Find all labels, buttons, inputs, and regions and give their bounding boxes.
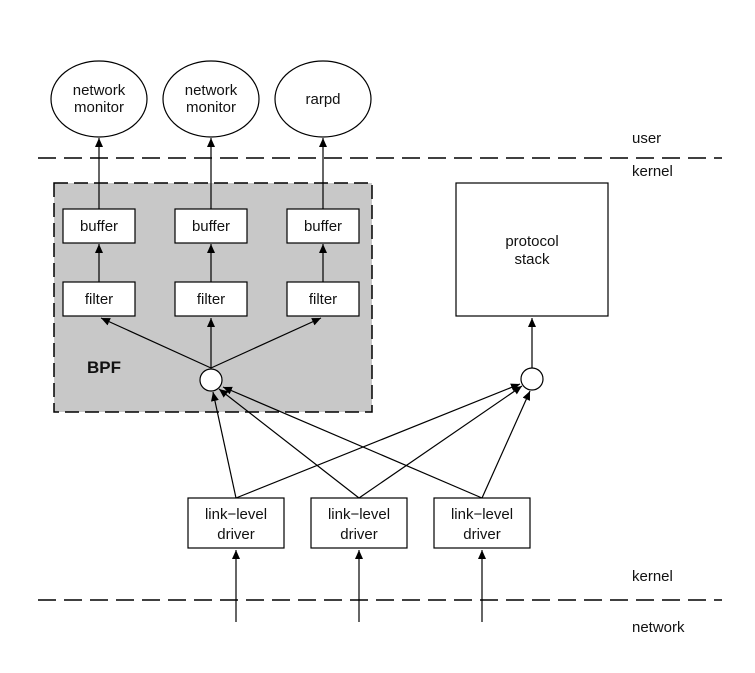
driver-label-line1: link−level bbox=[451, 506, 513, 523]
bpf-tap-node bbox=[199, 368, 223, 392]
filter-label: filter bbox=[197, 291, 225, 308]
arrow-driver2-to-bpf-node bbox=[218, 388, 360, 499]
driver-label-line1: link−level bbox=[205, 506, 267, 523]
app-rarpd: rarpd bbox=[274, 60, 372, 138]
filter-label: filter bbox=[85, 291, 113, 308]
filter-label: filter bbox=[309, 291, 337, 308]
protocol-stack-tap-node bbox=[520, 367, 544, 391]
buffer-label: buffer bbox=[80, 218, 118, 235]
app-label-line1: network bbox=[73, 82, 126, 99]
buffer-label: buffer bbox=[304, 218, 342, 235]
app-label: rarpd bbox=[305, 91, 340, 108]
app-network-monitor-2: network monitor bbox=[162, 60, 260, 138]
buffer-label: buffer bbox=[192, 218, 230, 235]
filter-box-2: filter bbox=[174, 281, 248, 317]
link-level-driver-2: link−level driver bbox=[310, 497, 408, 549]
link-level-driver-1: link−level driver bbox=[187, 497, 285, 549]
arrow-driver1-to-bpf-node bbox=[210, 391, 237, 499]
arrow-tap-to-filter-1 bbox=[100, 317, 212, 369]
app-label-line2: monitor bbox=[74, 99, 124, 116]
driver-label-line2: driver bbox=[463, 526, 501, 543]
arrow-driver3-to-bpf-node bbox=[222, 386, 483, 499]
arrow-driver3-to-stack-node bbox=[481, 390, 531, 499]
app-network-monitor-1: network monitor bbox=[50, 60, 148, 138]
link-level-driver-3: link−level driver bbox=[433, 497, 531, 549]
driver-label-line2: driver bbox=[217, 526, 255, 543]
region-label-kernel-top: kernel bbox=[632, 163, 673, 180]
filter-box-1: filter bbox=[62, 281, 136, 317]
protocol-stack-box: protocol stack bbox=[455, 182, 609, 317]
protocol-stack-label-line1: protocol bbox=[505, 233, 558, 250]
region-label-kernel-bottom: kernel bbox=[632, 568, 673, 585]
arrow-tap-to-filter-3 bbox=[210, 317, 322, 369]
bpf-label: BPF bbox=[87, 358, 121, 377]
arrow-driver2-to-stack-node bbox=[358, 385, 523, 499]
filter-box-3: filter bbox=[286, 281, 360, 317]
app-label-line2: monitor bbox=[186, 99, 236, 116]
driver-label-line2: driver bbox=[340, 526, 378, 543]
app-label-line1: network bbox=[185, 82, 238, 99]
driver-label-line1: link−level bbox=[328, 506, 390, 523]
region-label-user: user bbox=[632, 130, 661, 147]
buffer-box-2: buffer bbox=[174, 208, 248, 244]
protocol-stack-label-line2: stack bbox=[514, 251, 550, 268]
region-label-network: network bbox=[632, 619, 685, 636]
buffer-box-1: buffer bbox=[62, 208, 136, 244]
buffer-box-3: buffer bbox=[286, 208, 360, 244]
arrow-driver1-to-stack-node bbox=[235, 383, 521, 499]
